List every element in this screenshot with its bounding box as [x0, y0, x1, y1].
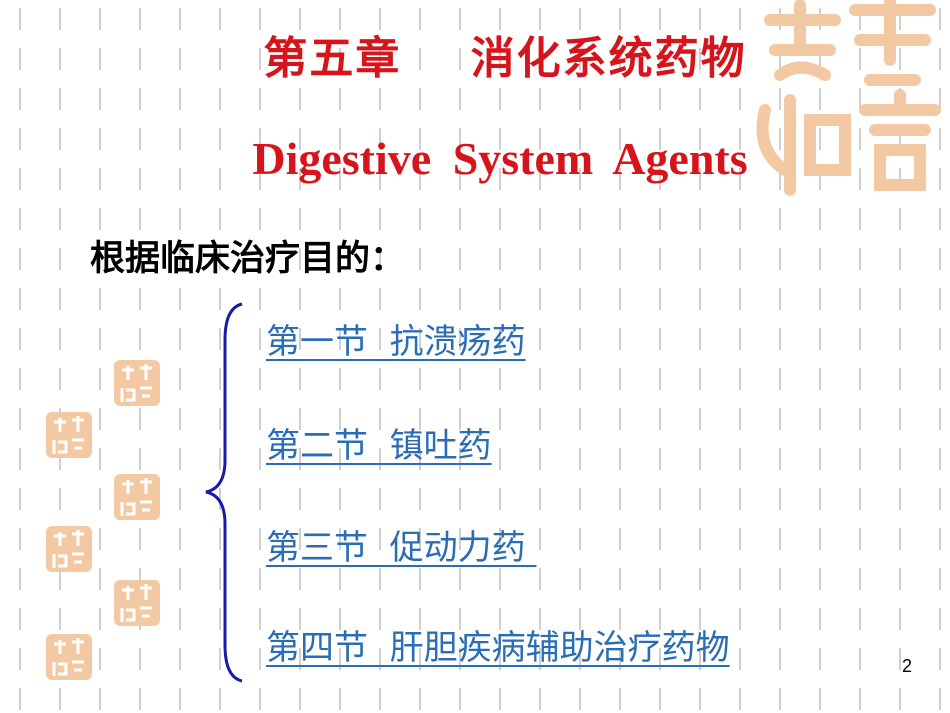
chapter-title: 第五章 消化系统药物 — [263, 33, 747, 84]
chinese-seal-icon — [46, 634, 92, 680]
chinese-seal-icon — [114, 360, 160, 406]
chinese-seal-icon — [46, 526, 92, 572]
curly-brace-icon — [205, 302, 243, 683]
page-number: 2 — [901, 656, 912, 676]
chapter-subtitle: Digestive System Agents — [252, 133, 748, 184]
chinese-seal-icon — [46, 412, 92, 458]
section-link-1[interactable]: 第一节 抗溃疡药 — [266, 322, 526, 362]
intro-text: 根据临床治疗目的： — [90, 239, 406, 279]
chinese-seal-icon — [756, 0, 941, 196]
chinese-seal-icon — [114, 474, 160, 520]
chinese-seal-icon — [114, 580, 160, 626]
section-link-4[interactable]: 第四节 肝胆疾病辅助治疗药物 — [266, 628, 730, 668]
section-link-2[interactable]: 第二节 镇吐药 — [266, 426, 492, 466]
section-link-3[interactable]: 第三节 促动力药 — [266, 528, 537, 568]
